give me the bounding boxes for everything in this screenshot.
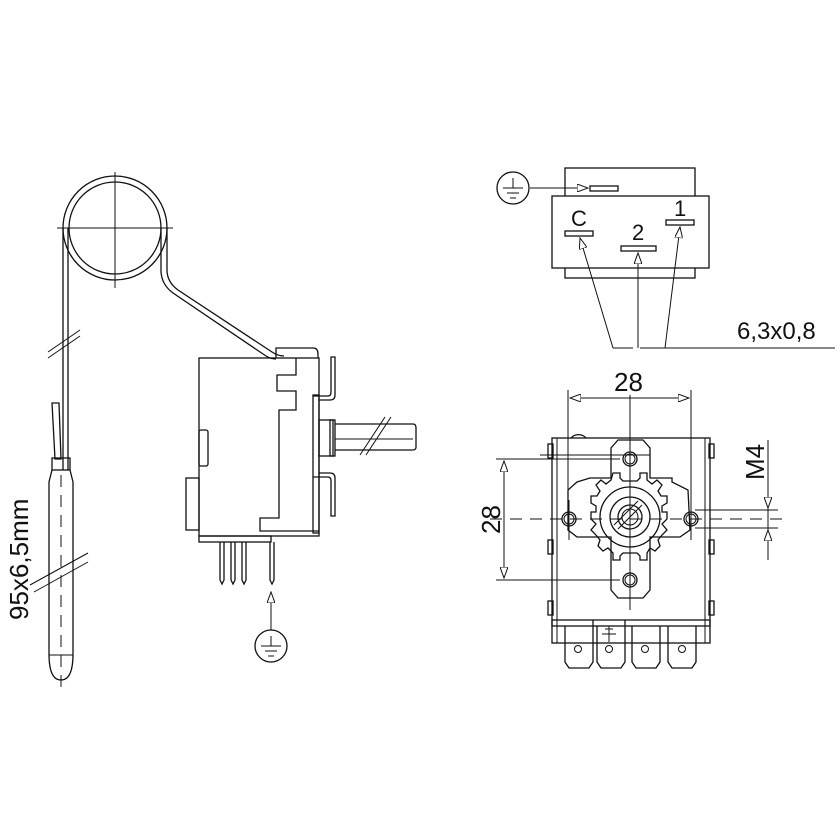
front-view: 28: [476, 367, 790, 669]
thread-label: M4: [740, 444, 770, 480]
side-view-body: [185, 347, 417, 586]
sensor-bulb: 95x6,5mm: [4, 402, 89, 690]
terminal-size-label: 6,3x0,8: [737, 318, 816, 345]
spade-terminals: [564, 620, 697, 669]
terminal-c: [564, 230, 594, 237]
terminal-pins: [219, 542, 275, 586]
side-ground-symbol: [254, 592, 288, 663]
ground-icon: [496, 171, 530, 205]
terminal-1-label: 1: [674, 196, 686, 221]
terminal-2-label: 2: [632, 220, 644, 245]
terminal-2: [620, 245, 657, 252]
height-dimension-label: 28: [476, 505, 506, 534]
connection-view: C 2 1 6,3x0,8: [496, 167, 835, 349]
terminal-1: [665, 219, 695, 226]
capillary-coil: [47, 172, 285, 470]
terminal-c-label: C: [571, 206, 587, 231]
ground-icon: [602, 626, 616, 642]
ground-icon: [254, 629, 288, 663]
width-dimension-label: 28: [614, 367, 643, 397]
sensor-dimension-label: 95x6,5mm: [4, 499, 34, 620]
